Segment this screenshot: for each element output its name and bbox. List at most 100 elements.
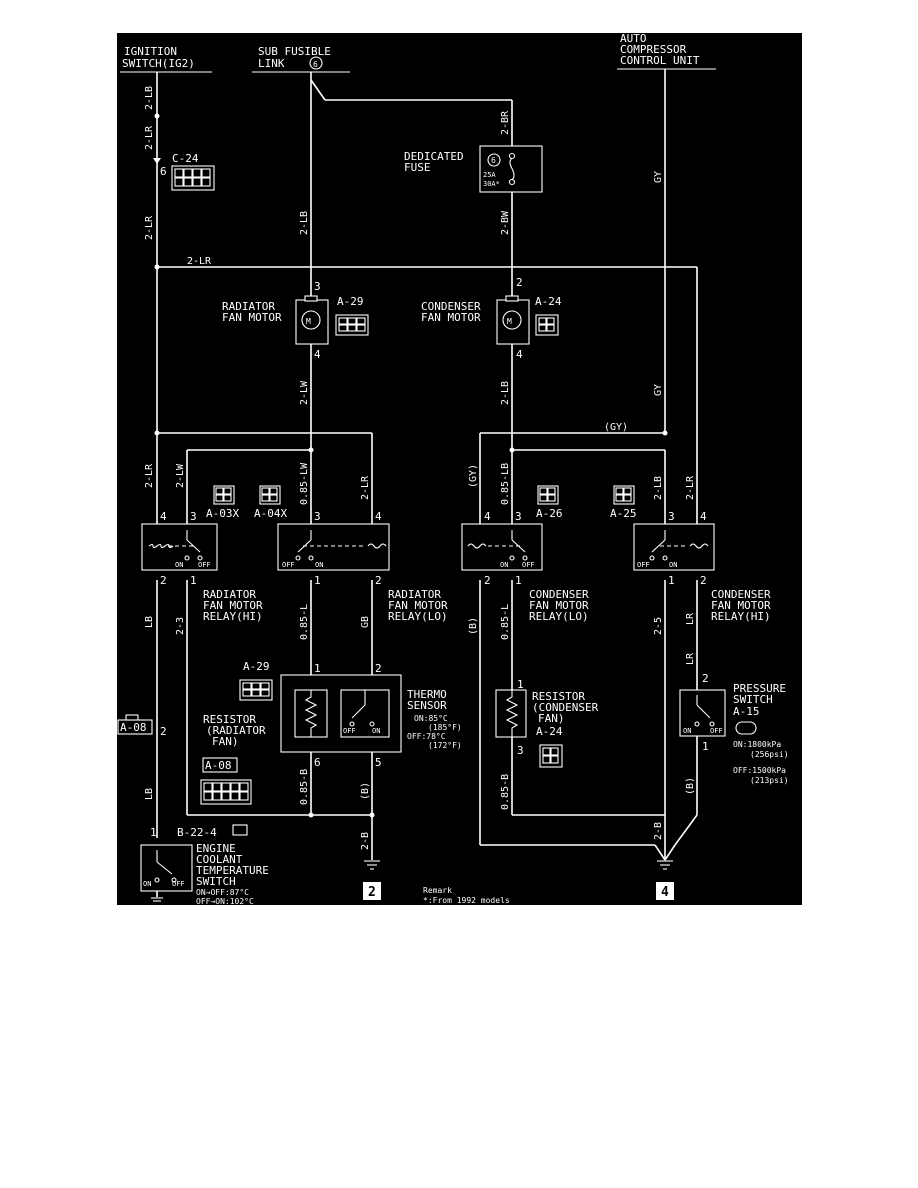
relay-label-line: FAN MOTOR [529, 599, 589, 612]
relay-label-line: RELAY(HI) [711, 610, 771, 623]
relay-label-line: CONDENSER [711, 588, 771, 601]
ignition-switch-header: IGNITION SWITCH(IG2) [120, 45, 212, 73]
connector-pin [223, 494, 232, 502]
resistor-label: FAN) [538, 712, 565, 725]
connector-pin [239, 791, 249, 801]
wire-label: 0.85-L [299, 604, 310, 640]
connector-pin [215, 487, 224, 495]
connector-pin [546, 324, 555, 332]
pin-number: 4 [516, 348, 523, 361]
resistor-label: (RADIATOR [206, 724, 266, 737]
ignition-label-line1: IGNITION [124, 45, 177, 58]
ects-label: ENGINE [196, 842, 236, 855]
wire-label: 2-LW [175, 463, 186, 488]
motor-label-line2: FAN MOTOR [222, 311, 282, 324]
page-ref-left: 2 [368, 885, 376, 900]
relay-label-line: RADIATOR [388, 588, 441, 601]
connector-pin [230, 782, 240, 792]
relay-on: ON [669, 561, 677, 569]
pressure-switch: ON OFF 2 1 PRESSURE SWITCH A-15 ON:1800k… [679, 672, 789, 785]
pin-number: 1 [314, 662, 321, 675]
condenser-resistor: 1 3 RESISTOR (CONDENSER FAN) A-24 [495, 678, 599, 768]
connector-pin [201, 168, 211, 178]
relay-label-line: RADIATOR [203, 588, 256, 601]
connector-label: A-25 [610, 507, 637, 520]
pin-number: 4 [484, 510, 491, 523]
relay-label-line: RELAY(LO) [529, 610, 589, 623]
connector-pin [183, 177, 193, 187]
pin-number: 1 [190, 574, 197, 587]
pin-number: 2 [160, 725, 167, 738]
connector-pin [212, 791, 222, 801]
pin-number: 1 [517, 678, 524, 691]
sub-fusible-label-line1: SUB FUSIBLE [258, 45, 331, 58]
sub-fusible-link-header: SUB FUSIBLE LINK 6 [252, 45, 350, 73]
ects-on: ON [143, 880, 151, 888]
ps-spec: ON:1800kPa [733, 740, 781, 749]
connector-label: A-08 [120, 721, 147, 734]
connector-pin [547, 487, 556, 495]
relay-labels: RADIATOR FAN MOTOR RELAY(HI) RADIATOR FA… [203, 588, 771, 623]
connector-pin [542, 755, 551, 764]
relay-radiator-hi: ON OFF 4 3 2 1 [141, 510, 218, 587]
connector-pin [230, 791, 240, 801]
fusible-link-marker [309, 56, 323, 70]
pin-number: 1 [702, 740, 709, 753]
connector-pin [538, 317, 547, 325]
connector-pin [347, 324, 357, 332]
wire-label: 2-B [653, 822, 664, 840]
connector-label: A-08 [205, 759, 232, 772]
relay-off: OFF [522, 561, 535, 569]
pin-number: 2 [700, 574, 707, 587]
connector-pin [174, 177, 184, 187]
pin-number: 2 [484, 574, 491, 587]
connector-pin [212, 782, 222, 792]
fuse-rating-2: 30A* [483, 180, 500, 188]
connector-pin [261, 494, 270, 502]
dedicated-fuse: DEDICATED FUSE 6 25A 30A* [404, 145, 543, 193]
connector-pin [192, 168, 202, 178]
fuse-number: 6 [491, 156, 496, 165]
connector-label: A-29 [243, 660, 270, 673]
connector-pin [269, 487, 278, 495]
wire-label: GY [653, 171, 664, 183]
connector-pin [356, 324, 366, 332]
relay-off: OFF [282, 561, 295, 569]
wire-label: (GY) [604, 422, 628, 433]
connector-pin [538, 324, 547, 332]
wire-label: 0.85-B [500, 774, 511, 810]
connector-pin [550, 747, 559, 756]
relay-on: ON [175, 561, 183, 569]
wire-label: 2-B [360, 832, 371, 850]
pin-number: 2 [702, 672, 709, 685]
diagram-background [117, 33, 802, 905]
wire-label: 2-LR [685, 475, 696, 500]
wire-label: GY [653, 384, 664, 396]
auto-comp-line1: AUTO [620, 32, 647, 45]
ground-symbols [364, 860, 673, 870]
wire-label: 2-LR [144, 463, 155, 488]
connector-pin [338, 324, 348, 332]
relay-off: OFF [198, 561, 211, 569]
fusible-link-number: 6 [313, 60, 318, 69]
ps-off: OFF [710, 727, 723, 735]
page-ref-box [656, 882, 674, 900]
connector-pin [239, 782, 249, 792]
wire-label: 2-LB [299, 211, 310, 235]
connector-pin [260, 682, 270, 690]
ects-label: SWITCH [196, 875, 236, 888]
connector-pin [356, 317, 366, 325]
connector-pin [242, 682, 252, 690]
ects-off: OFF [172, 880, 185, 888]
wire-label: 2-LR [360, 475, 371, 500]
connector-pin [338, 317, 348, 325]
connector-pin [203, 791, 213, 801]
connector-label: A-26 [536, 507, 563, 520]
wire-labels: 2-LB 2-LR 2-LR 2-LR 2-LB 2-BR 2-BW GY GY… [144, 86, 696, 850]
connector-pin [623, 494, 632, 502]
pin-number: 5 [375, 756, 382, 769]
ects-spec: ON→OFF:87°C [196, 888, 249, 897]
connector-pin [221, 782, 231, 792]
pin-number: 4 [160, 510, 167, 523]
thermo-on: ON [372, 727, 380, 735]
